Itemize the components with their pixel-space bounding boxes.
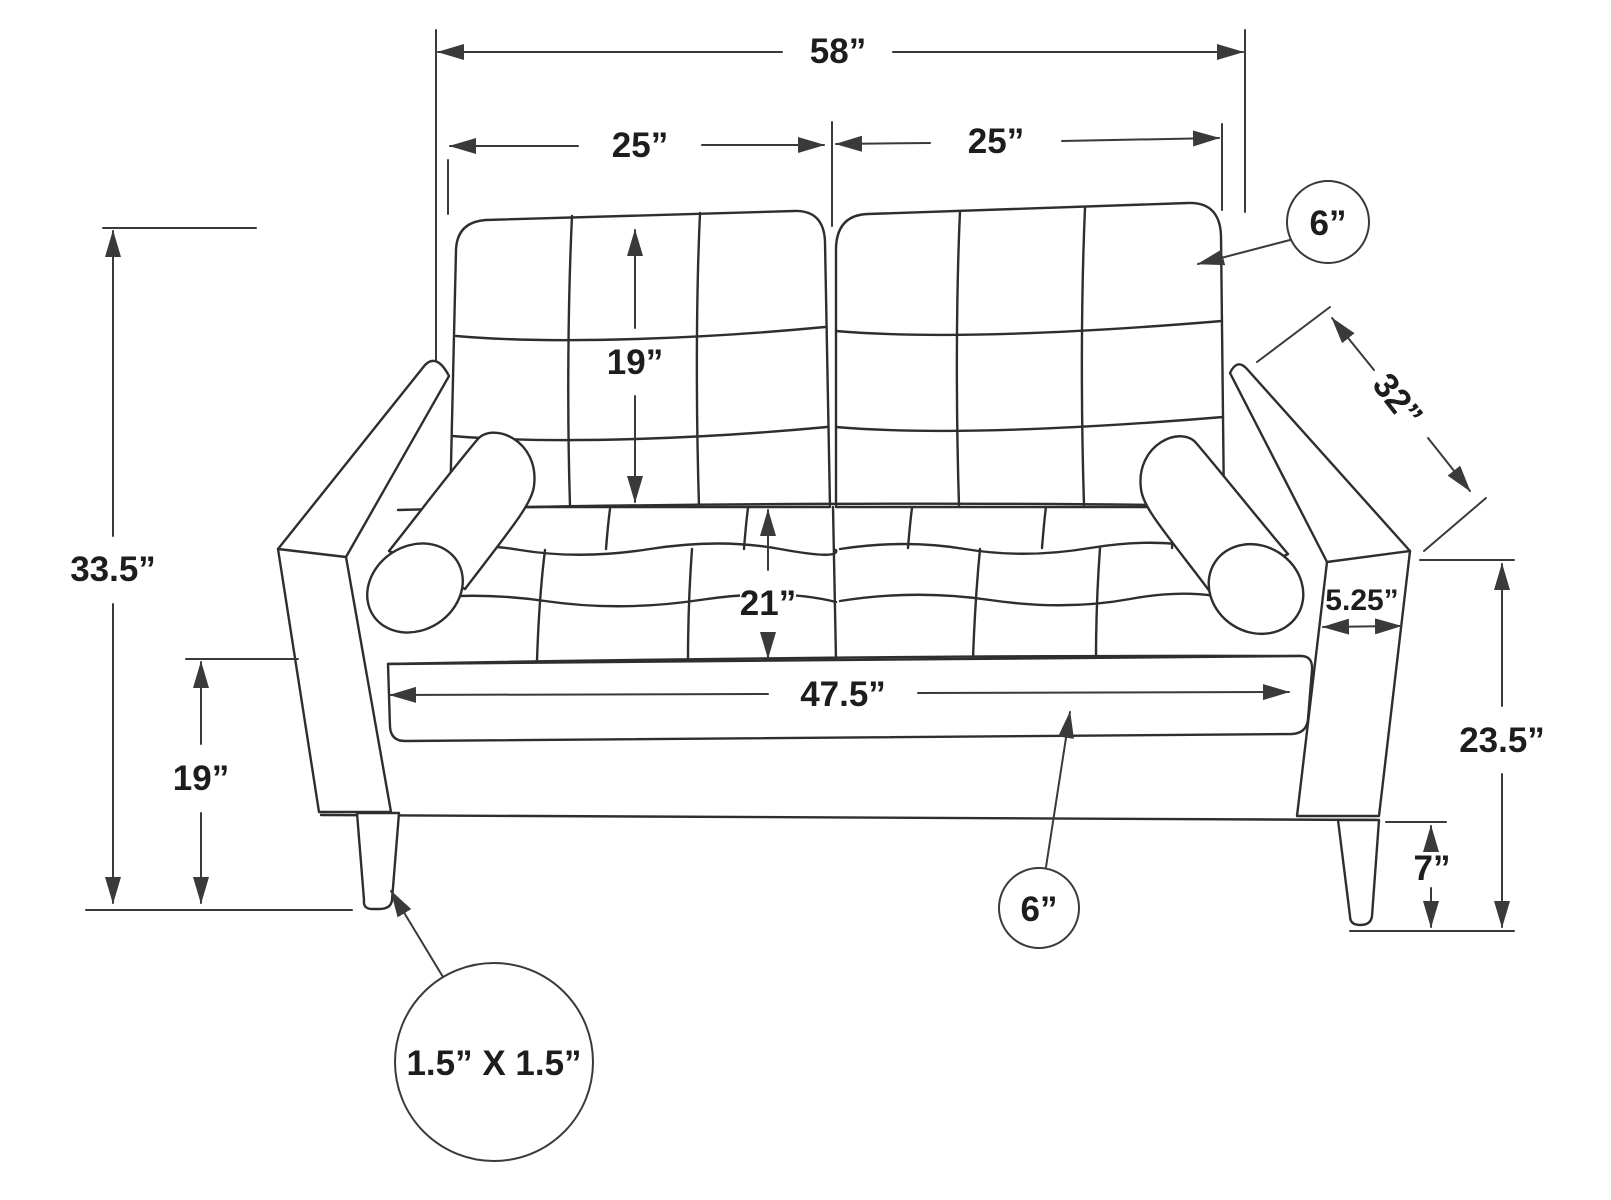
dim-label-arm-front-height: 23.5” xyxy=(1459,721,1545,760)
leader-line xyxy=(1197,239,1291,266)
dim-seat-front-height: 21” xyxy=(740,509,796,659)
seat-tuft xyxy=(1040,505,1048,550)
seat-seam xyxy=(838,592,1242,607)
arm-left xyxy=(276,359,451,814)
dim-leg-height: 7” xyxy=(1385,821,1451,928)
front-rail xyxy=(386,654,1314,743)
tuft-seam xyxy=(834,319,1224,337)
base-bottom-edge xyxy=(319,813,1378,822)
seat-tuft xyxy=(604,507,612,551)
sofa-drawing xyxy=(276,201,1412,927)
dim-arm-front-height: 23.5” xyxy=(1349,559,1545,932)
arm-right xyxy=(1228,363,1412,818)
dim-overall-height: 33.5” xyxy=(70,227,353,911)
dim-line xyxy=(1427,437,1471,492)
dim-label-back-cushion-right: 25” xyxy=(968,122,1024,161)
tuft-seam xyxy=(454,325,827,342)
leg-right xyxy=(1336,818,1381,927)
dim-label-back-cushion-left: 25” xyxy=(612,126,668,165)
back-cushion-left-outline xyxy=(448,209,832,509)
back-cushion-left xyxy=(448,209,832,509)
callout-circle xyxy=(394,962,594,1162)
dim-line xyxy=(1331,317,1375,371)
bolster-right xyxy=(1139,435,1305,636)
dim-back-cushion-height: 19” xyxy=(607,229,663,503)
dim-label-back-cushion-height: 19” xyxy=(607,343,663,382)
arm-right-outline xyxy=(1228,363,1412,818)
seat-seam xyxy=(838,541,1212,555)
back-cushion-right xyxy=(834,201,1226,509)
tuft-seam xyxy=(834,415,1225,433)
callout-label-seat-cushion-thickness: 6” xyxy=(1021,890,1058,929)
tuft-seam xyxy=(955,209,962,508)
dim-label-floor-to-seat: 19” xyxy=(173,759,229,798)
callout-label-back-cushion-thickness: 6” xyxy=(1310,204,1347,243)
dim-label-seat-front-height: 21” xyxy=(740,584,796,623)
bolster-left xyxy=(366,431,536,634)
dim-label-overall-height: 33.5” xyxy=(70,550,156,589)
tuft-seam xyxy=(567,214,574,508)
arm-right-top-edge xyxy=(1325,549,1412,564)
dim-line xyxy=(1322,618,1402,635)
dim-overall-width: 58” xyxy=(435,29,1246,361)
dim-label-arm-depth: 32” xyxy=(1365,366,1430,434)
dim-back-cushion-left-width: 25” xyxy=(447,121,833,227)
callout-back-cushion-thickness: 6” xyxy=(1197,180,1370,266)
callout-circle xyxy=(1286,180,1370,264)
dim-floor-to-seat: 19” xyxy=(173,658,299,904)
seat-tuft xyxy=(686,547,694,662)
tuft-seam xyxy=(1080,206,1087,507)
dim-line xyxy=(389,686,769,703)
dim-label-overall-width: 58” xyxy=(810,32,866,71)
bolster-right-face xyxy=(1207,542,1305,636)
callout-seat-cushion-thickness: 6” xyxy=(998,711,1080,949)
callout-circle xyxy=(998,867,1080,949)
dim-back-cushion-right-width: 25” xyxy=(835,122,1223,211)
dim-label-arm-width: 5.25” xyxy=(1325,584,1398,617)
seat-tuft xyxy=(906,506,914,550)
dim-label-seat-interior-width: 47.5” xyxy=(800,675,886,714)
extension-line xyxy=(1256,306,1331,363)
seat-tuft xyxy=(535,548,547,663)
arm-left-outline xyxy=(276,359,451,814)
label-mask xyxy=(740,585,796,621)
seat-tuft xyxy=(1094,546,1102,660)
arm-left-top-edge xyxy=(276,547,348,559)
dim-line xyxy=(1061,130,1220,147)
tuft-seam xyxy=(695,211,702,508)
seat-tuft xyxy=(971,547,982,661)
callout-leg-cross-section: 1.5” X 1.5” xyxy=(390,890,594,1162)
dim-line xyxy=(917,684,1290,701)
leader-line xyxy=(1045,711,1074,868)
seat-tuft xyxy=(742,506,750,551)
seat-middle-seam xyxy=(831,505,838,662)
callout-label-leg-cross-section: 1.5” X 1.5” xyxy=(406,1044,581,1083)
bolster-left-face xyxy=(366,542,464,634)
dim-arm-width: 5.25” xyxy=(1322,584,1402,635)
dim-label-leg-height: 7” xyxy=(1414,849,1451,888)
dim-line xyxy=(835,135,931,152)
leader-line xyxy=(390,890,444,978)
dim-seat-interior-width: 47.5” xyxy=(389,675,1290,714)
extension-line xyxy=(1423,497,1487,552)
